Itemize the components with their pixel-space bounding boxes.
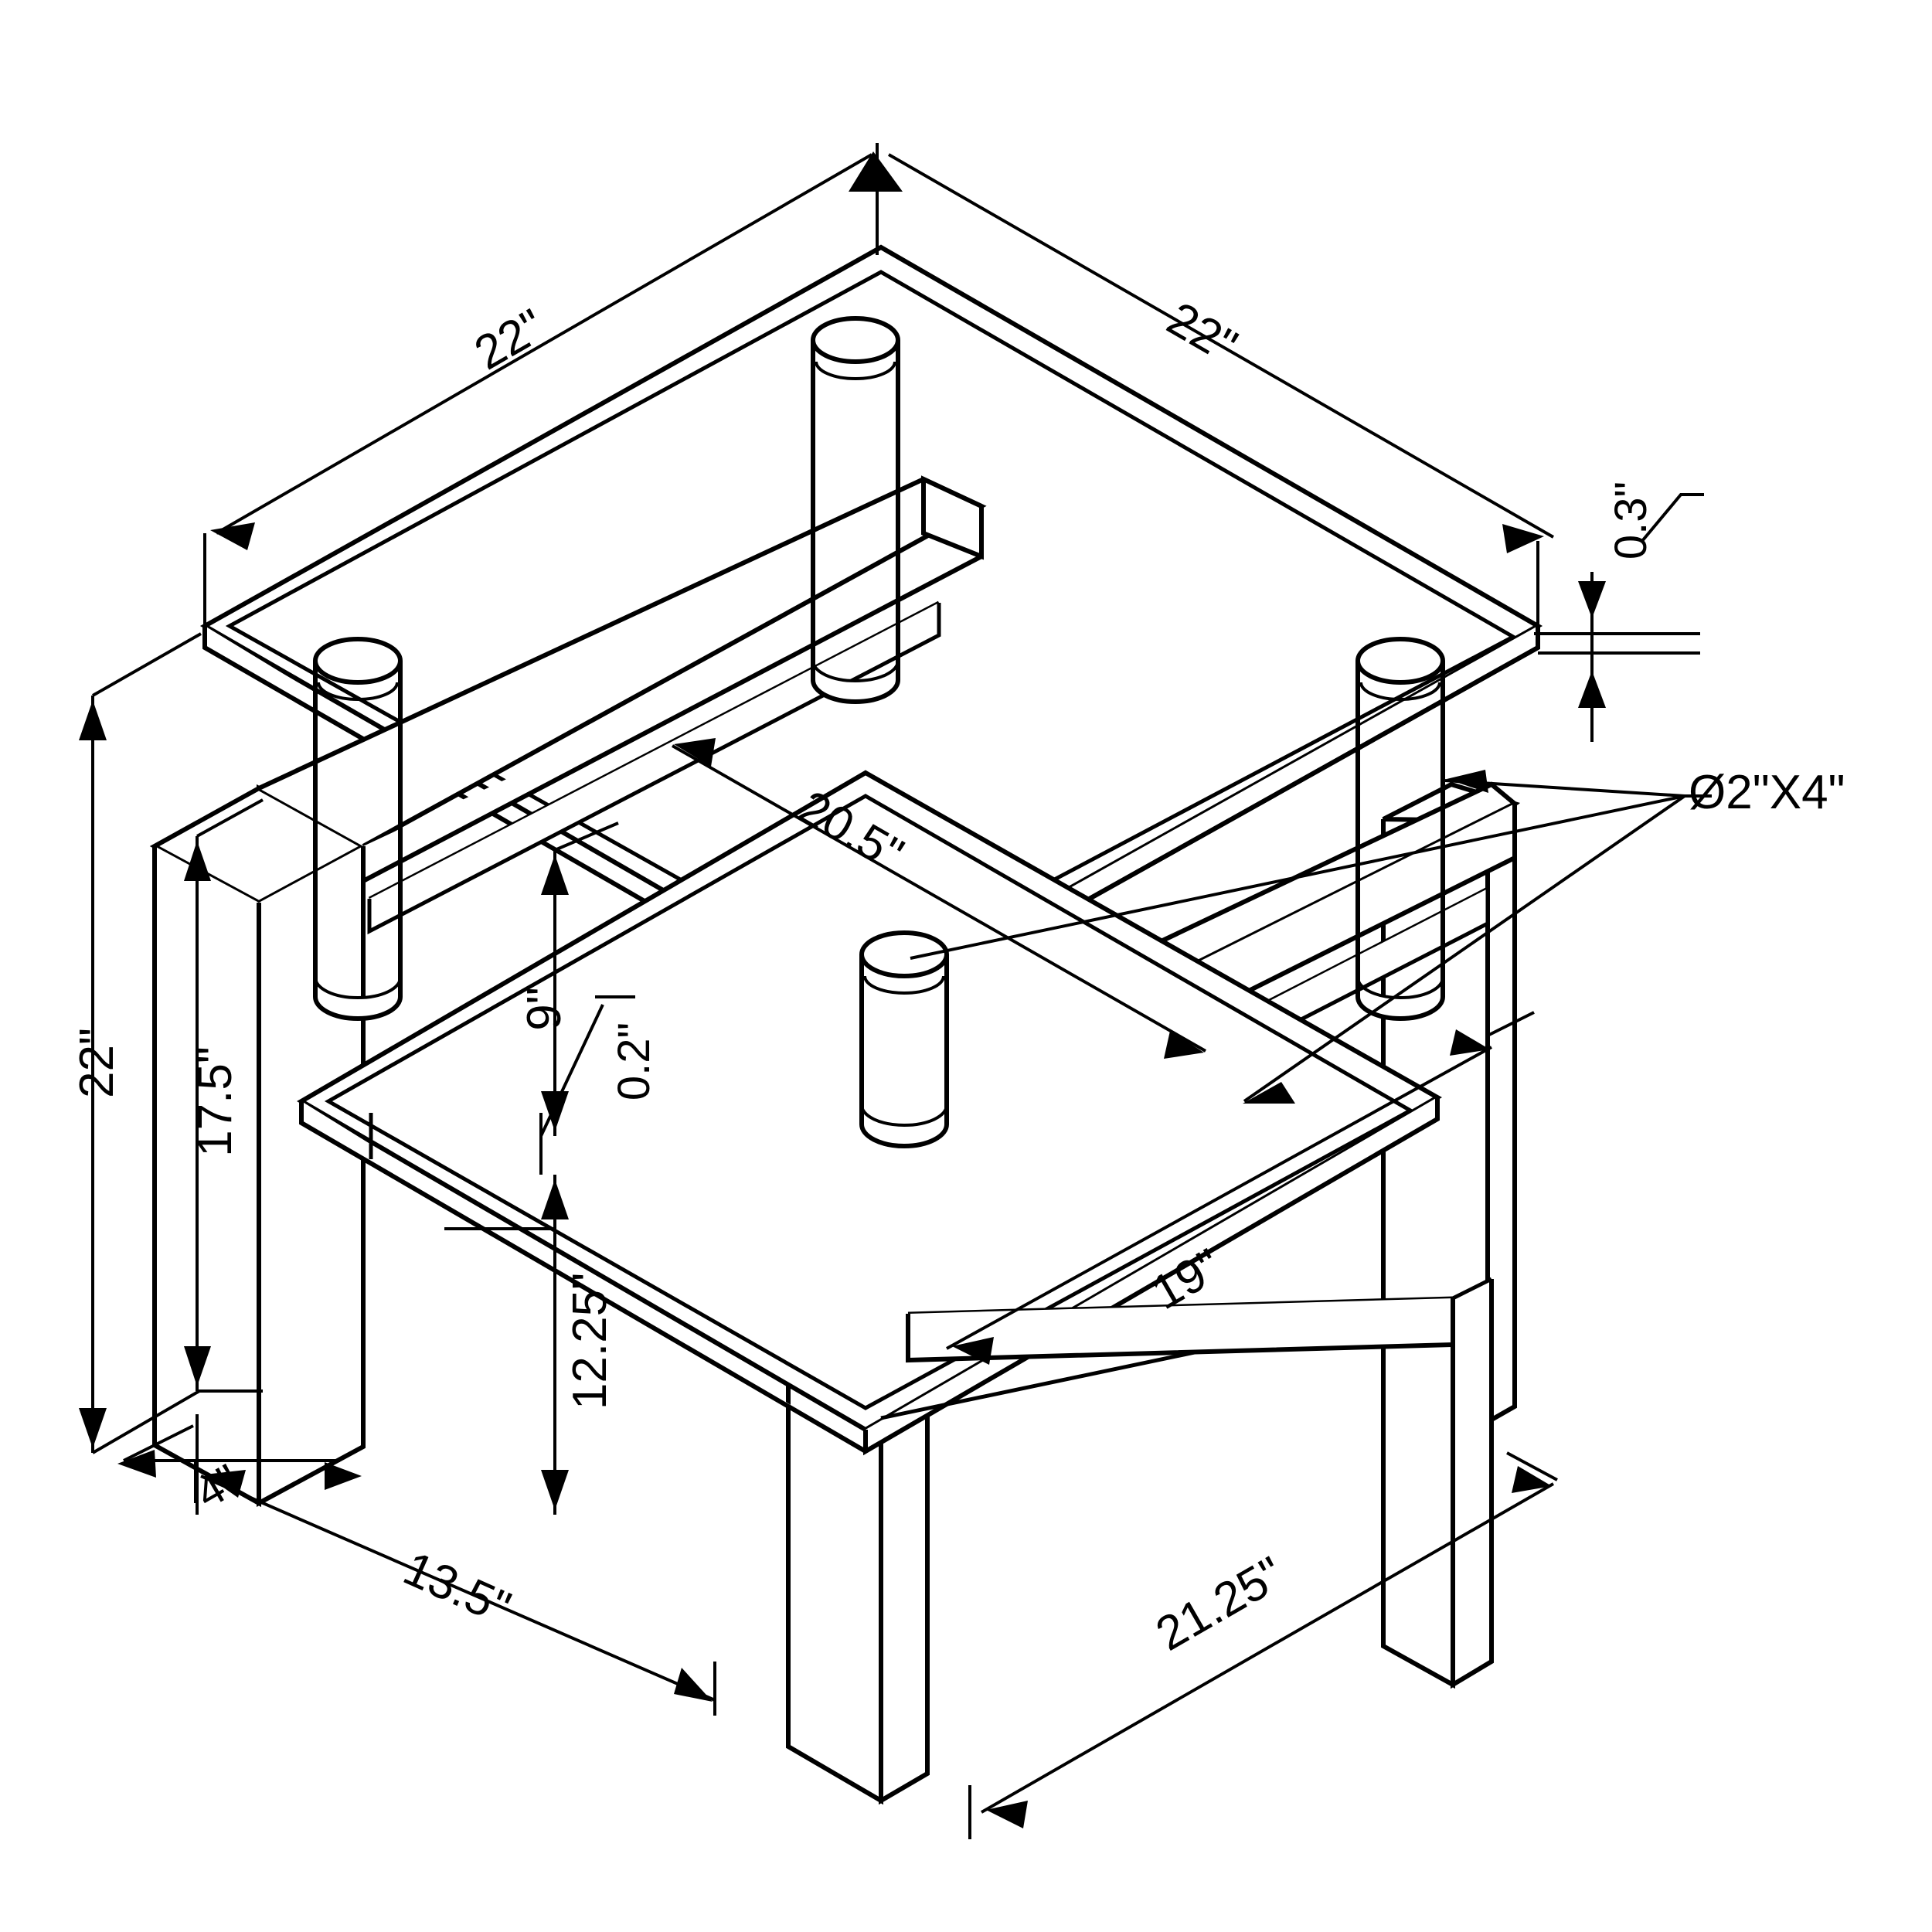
glass-shelf <box>297 770 1443 1456</box>
dimension-lines <box>79 143 1712 1839</box>
dim-label-frame-height: 17.5" <box>188 1046 242 1157</box>
leg-post-left-back <box>149 784 369 1508</box>
dim-label-shelf-thickness: 0.2" <box>609 1022 660 1101</box>
leg-cap-back-center <box>811 316 900 704</box>
lower-rails <box>369 1113 1493 1420</box>
dim-label-shelf-height: 12.25" <box>563 1272 617 1410</box>
dim-label-shelf-clearance: 9" <box>517 987 571 1031</box>
dim-label-glass-thickness: 0.3" <box>1606 481 1657 560</box>
leg-cap-left <box>313 637 403 1021</box>
dim-label-leg-spec: Ø2"X4" <box>1689 766 1845 819</box>
dim-label-overall-height: 22" <box>70 1028 124 1098</box>
leg-cap-front-center <box>859 930 949 1148</box>
leg-cap-right <box>1355 637 1445 1021</box>
